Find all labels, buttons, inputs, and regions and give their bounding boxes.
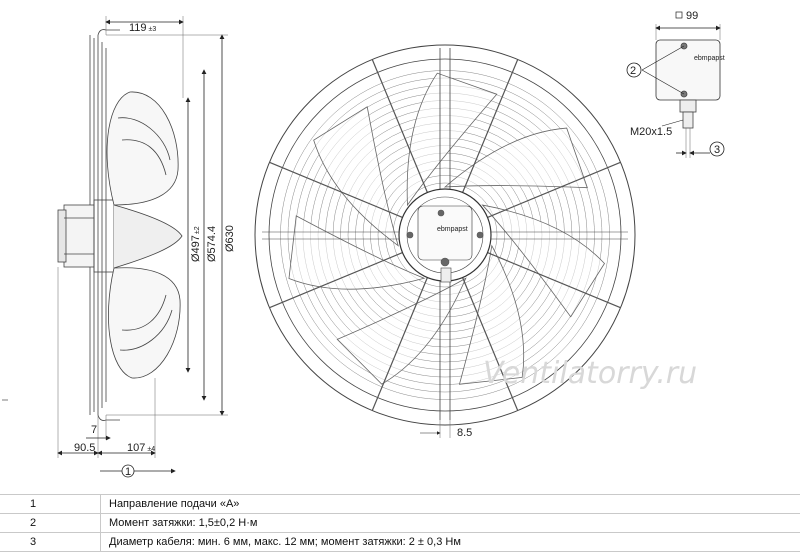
- watermark: Ventilatorry.ru: [483, 356, 697, 391]
- technical-drawing: 119±3 Ø497±2 Ø574.4 Ø630 7 90.5 107±4 1 …: [0, 0, 800, 492]
- note-text: Момент затяжки: 1,5±0,2 Н·м: [101, 514, 800, 533]
- dim-119: 119±3: [129, 22, 156, 34]
- dim-90-5: 90.5: [74, 442, 95, 454]
- dim-d497: Ø497±2: [190, 226, 202, 262]
- square-symbol: [676, 12, 682, 18]
- note-number: 2: [0, 514, 101, 533]
- dim-107: 107±4: [127, 442, 155, 454]
- side-view: [58, 16, 228, 477]
- cable-thread-label: M20x1.5: [630, 126, 672, 138]
- dim-d574: Ø574.4: [206, 226, 218, 262]
- box-logo: ebmpapst: [694, 55, 725, 62]
- note-number: 1: [0, 495, 101, 514]
- hub-box-logo: ebmpapst: [437, 226, 468, 233]
- note-text: Направление подачи «A»: [101, 495, 800, 514]
- callout-2: 2: [630, 65, 636, 77]
- dim-8-5: 8.5: [457, 427, 472, 439]
- dim-99: 99: [686, 10, 698, 22]
- callout-3: 3: [714, 144, 720, 156]
- fan-blade: [445, 128, 587, 188]
- dim-d630: Ø630: [224, 225, 236, 252]
- dim-7: 7: [91, 424, 97, 436]
- callout-1: 1: [125, 466, 131, 478]
- fan-blade: [337, 278, 466, 384]
